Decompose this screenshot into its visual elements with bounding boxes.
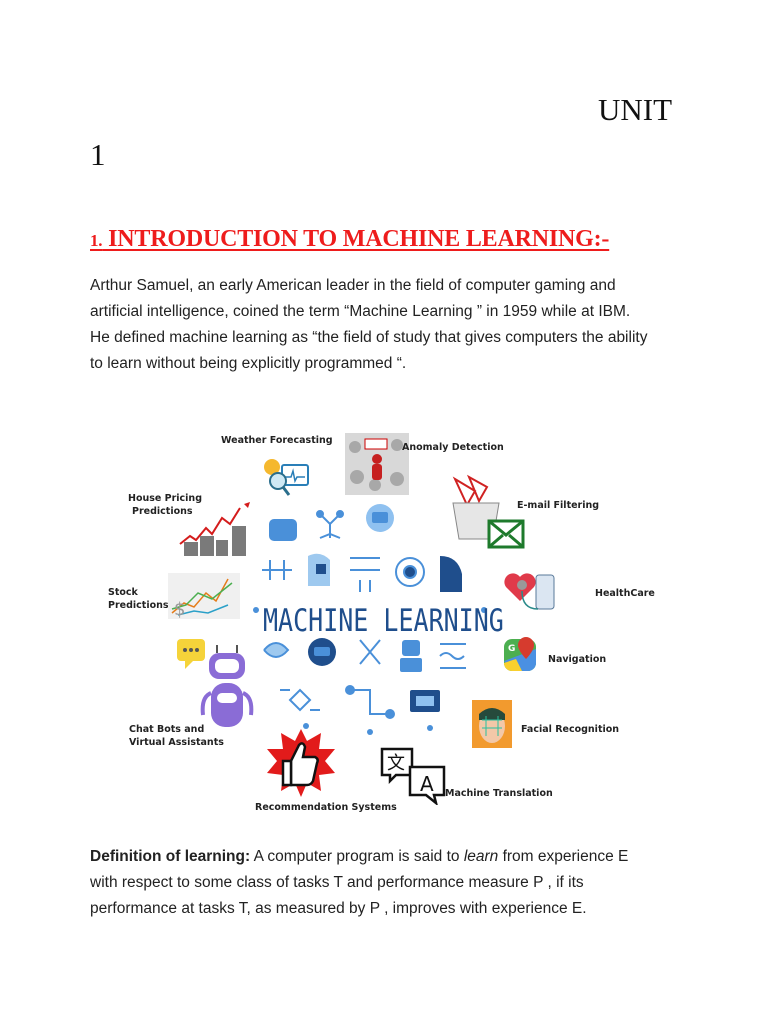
- section-heading-text: INTRODUCTION TO MACHINE LEARNING:-: [102, 226, 610, 252]
- intro-paragraph: Arthur Samuel, an early American leader …: [90, 273, 690, 377]
- definition-text: from experience E: [498, 848, 629, 865]
- label-anomaly-detection: Anomaly Detection: [402, 442, 504, 453]
- intro-line: He defined machine learning as “the fiel…: [90, 329, 648, 346]
- ml-center-title: MACHINE LEARNING: [263, 602, 504, 639]
- weather-monitor-icon: [264, 459, 309, 496]
- label-line: Chat Bots and: [129, 724, 205, 735]
- label-line: Stock: [108, 587, 138, 598]
- definition-text: A computer program is said to: [250, 848, 464, 865]
- svg-text:G: G: [508, 644, 515, 654]
- section-number: 1.: [90, 231, 103, 250]
- label-line: House Pricing: [128, 493, 203, 504]
- definition-line: with respect to some class of tasks T an…: [90, 874, 584, 891]
- ml-circuit-cluster-icon: [253, 504, 487, 735]
- house-chart-icon: [179, 502, 250, 556]
- face-scan-icon: [472, 700, 512, 748]
- label-line: Virtual Assistants: [129, 737, 224, 748]
- label-recommendation-systems: Recommendation Systems: [255, 802, 397, 813]
- svg-text:$: $: [174, 599, 185, 619]
- label-healthcare: HealthCare: [595, 588, 655, 599]
- unit-number: 1: [90, 137, 106, 172]
- definition-line: Definition of learning: A computer progr…: [90, 844, 690, 870]
- label-email-filtering: E-mail Filtering: [517, 500, 600, 511]
- definition-paragraph: Definition of learning: A computer progr…: [90, 844, 690, 922]
- map-pin-icon: G: [504, 637, 536, 671]
- label-facial-recognition: Facial Recognition: [521, 724, 620, 735]
- crowd-outlier-icon: [345, 433, 409, 495]
- ml-applications-figure: MACHINE LEARNING Weather Forecasting Ano…: [100, 425, 655, 825]
- definition-lead: Definition of learning:: [90, 848, 251, 865]
- label-line: Predictions: [108, 600, 169, 611]
- intro-line: to learn without being explicitly progra…: [90, 355, 407, 372]
- translate-icon: 文 A: [380, 747, 446, 805]
- unit-title: UNIT: [598, 92, 673, 127]
- intro-line: Arthur Samuel, an early American leader …: [90, 277, 616, 294]
- translate-glyph-a: A: [420, 772, 434, 796]
- robot-chat-icon: [177, 639, 254, 727]
- label-line: Predictions: [132, 506, 193, 517]
- envelope-icon: [452, 474, 525, 549]
- label-machine-translation: Machine Translation: [445, 788, 553, 799]
- label-navigation: Navigation: [548, 654, 607, 665]
- intro-line: artificial intelligence, coined the term…: [90, 303, 631, 320]
- label-weather-forecasting: Weather Forecasting: [221, 435, 333, 446]
- heart-stethoscope-icon: [504, 573, 555, 610]
- section-heading: 1. INTRODUCTION TO MACHINE LEARNING:-: [90, 226, 609, 253]
- definition-line: performance at tasks T, as measured by P…: [90, 900, 587, 917]
- translate-glyph-zh: 文: [387, 753, 405, 774]
- stock-chart-icon: $: [168, 573, 240, 619]
- definition-italic: learn: [463, 848, 499, 865]
- thumbs-up-icon: [267, 729, 335, 797]
